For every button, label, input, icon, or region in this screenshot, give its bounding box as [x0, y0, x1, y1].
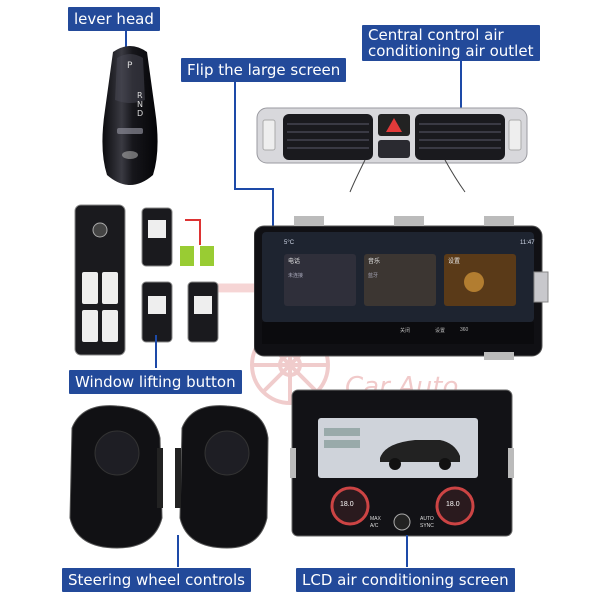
screen-bar-360: 360	[460, 327, 469, 333]
flip-screen-label: Flip the large screen	[181, 58, 347, 82]
window-switches-image	[74, 204, 219, 356]
air-vent-panel-image	[256, 107, 528, 193]
screen-bar-settings: 设置	[435, 328, 446, 334]
climate-ac-label: A/C	[370, 523, 379, 529]
air-outlet-label: Central control air conditioning air out…	[362, 25, 540, 61]
window-button-label: Window lifting button	[69, 370, 242, 394]
climate-auto-label: AUTO	[420, 516, 434, 522]
lever-head-label: lever head	[68, 7, 160, 31]
screen-tile-phone-sub: 未连接	[288, 273, 304, 279]
screen-status-time: 11:47	[520, 240, 535, 246]
steering-controls-leader	[177, 535, 179, 567]
flip-screen-leader-horizontal	[234, 188, 274, 190]
climate-left-temp: 18.0	[340, 501, 354, 508]
lever-letter-r: R	[137, 91, 143, 100]
steering-controls-label: Steering wheel controls	[62, 568, 251, 592]
lcd-screen-leader	[406, 535, 408, 567]
air-outlet-label-line1: Central control air	[368, 26, 504, 44]
flip-screen-leader-drop	[272, 188, 274, 248]
lever-letter-d: D	[137, 109, 143, 118]
screen-tile-settings: 设置	[448, 259, 461, 265]
air-outlet-label-line2: conditioning air outlet	[368, 42, 534, 60]
screen-tile-phone: 电话	[288, 259, 301, 265]
lcd-screen-label: LCD air conditioning screen	[296, 568, 515, 592]
screen-status-temp: 5°C	[284, 240, 295, 246]
gear-lever-knob-image: P R N D	[102, 46, 158, 185]
lcd-climate-panel-image	[290, 389, 514, 537]
screen-tile-music-sub: 蓝牙	[368, 273, 379, 279]
climate-right-temp: 18.0	[446, 501, 460, 508]
screen-tile-music: 音乐	[368, 259, 381, 265]
window-button-leader	[155, 335, 157, 368]
lever-letter-p: P	[127, 61, 133, 71]
flip-screen-unit-image	[254, 216, 549, 360]
steering-controls-image	[69, 405, 269, 549]
climate-max-label: MAX	[370, 516, 381, 522]
flip-screen-leader-vertical	[234, 82, 236, 190]
climate-sync-label: SYNC	[420, 523, 434, 529]
lever-letter-n: N	[137, 100, 143, 109]
screen-bar-close: 关闭	[400, 328, 411, 334]
air-outlet-leader	[460, 60, 462, 130]
